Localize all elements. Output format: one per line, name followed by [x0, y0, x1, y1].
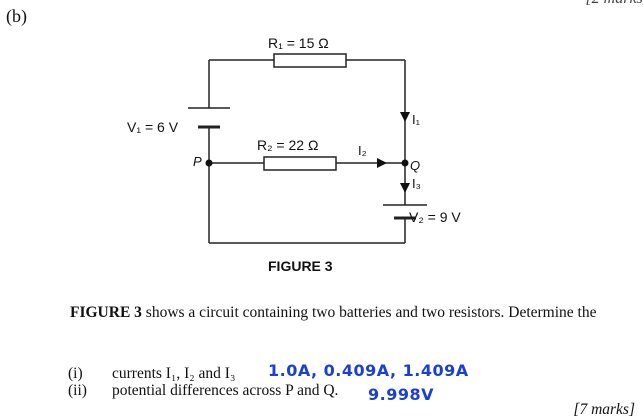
part-label: (b) — [6, 6, 27, 26]
item-i-number: (i) — [68, 365, 83, 382]
marks-label: [7 marks] — [573, 401, 635, 418]
figure-title: FIGURE 3 — [268, 258, 333, 274]
p-label: P — [193, 154, 202, 169]
item-i-text: currents I₁, I₂ and I₃ — [112, 365, 236, 382]
arrow-i1 — [400, 112, 410, 122]
v2-label: V₂ = 9 V — [409, 209, 461, 225]
i3-label: I₃ — [412, 176, 421, 191]
i1-label: I₁ — [412, 112, 421, 127]
i2-label: I₂ — [358, 143, 367, 158]
q-label: Q — [410, 158, 420, 173]
item-ii-text: potential differences across P and Q. — [112, 382, 339, 399]
arrow-i3 — [400, 183, 410, 193]
node-p — [205, 159, 213, 167]
resistor-r1 — [273, 53, 347, 68]
marks-top: [2 marks] — [585, 0, 643, 8]
question-bold-lead: FIGURE 3 — [70, 304, 142, 321]
handwritten-answer-i: 1.0A, 0.409A, 1.409A — [268, 361, 469, 380]
resistor-r2 — [263, 156, 337, 171]
item-ii-number: (ii) — [68, 382, 87, 399]
arrow-i2 — [377, 158, 387, 168]
question-paragraph: FIGURE 3 shows a circuit containing two … — [70, 303, 630, 323]
r1-label: R₁ = 15 Ω — [268, 35, 329, 51]
v1-label: V₁ = 6 V — [127, 119, 179, 135]
r2-label: R₂ = 22 Ω — [257, 137, 318, 153]
question-text: shows a circuit containing two batteries… — [141, 304, 597, 321]
handwritten-answer-ii: 9.998V — [368, 385, 434, 404]
node-q — [401, 159, 409, 167]
